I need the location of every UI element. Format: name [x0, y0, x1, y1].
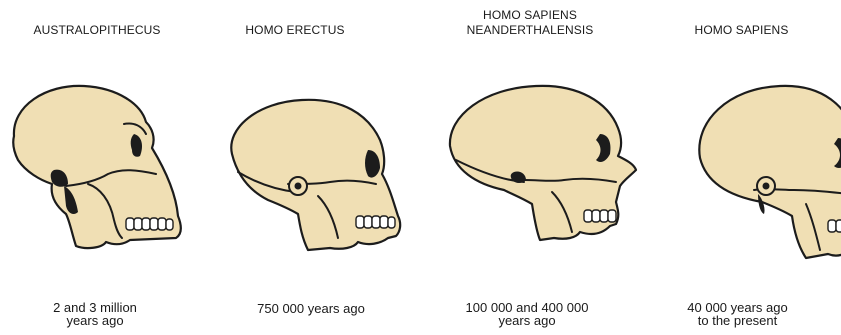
skull-panel-australopithecus: AUSTRALOPITHECUS 2 and 3 million years a… — [0, 0, 210, 335]
time-caption: 40 000 years ago to the present — [632, 301, 841, 327]
species-title-line: HOMO SAPIENS — [425, 8, 635, 23]
time-caption-line: 750 000 years ago — [206, 302, 416, 315]
skull-panel-neanderthal: HOMO SAPIENS NEANDERTHALENSIS 100 000 an… — [420, 0, 630, 335]
time-caption: 750 000 years ago — [206, 302, 416, 315]
species-title-line: AUSTRALOPITHECUS — [0, 23, 202, 38]
species-title-line: NEANDERTHALENSIS — [425, 23, 635, 38]
time-caption: 2 and 3 million years ago — [0, 301, 200, 327]
time-caption-line: years ago — [0, 314, 200, 327]
species-title-line: HOMO ERECTUS — [190, 23, 400, 38]
homo-erectus-skull-icon — [218, 88, 408, 268]
species-title: HOMO SAPIENS NEANDERTHALENSIS — [425, 8, 635, 38]
species-title: HOMO ERECTUS — [190, 23, 400, 38]
time-caption-line: to the present — [632, 314, 841, 327]
neanderthal-skull-icon — [440, 76, 640, 266]
species-title-line: HOMO SAPIENS — [636, 23, 841, 38]
australopithecus-skull-icon — [6, 76, 186, 266]
homo-sapiens-skull-icon — [688, 78, 841, 278]
species-title: AUSTRALOPITHECUS — [0, 23, 202, 38]
skull-panel-homo-sapiens: HOMO SAPIENS 40 000 years ago to the pre… — [630, 0, 841, 335]
species-title: HOMO SAPIENS — [636, 23, 841, 38]
time-caption-line: years ago — [422, 314, 632, 327]
skull-panel-homo-erectus: HOMO ERECTUS 750 000 years ago — [210, 0, 420, 335]
time-caption: 100 000 and 400 000 years ago — [422, 301, 632, 327]
